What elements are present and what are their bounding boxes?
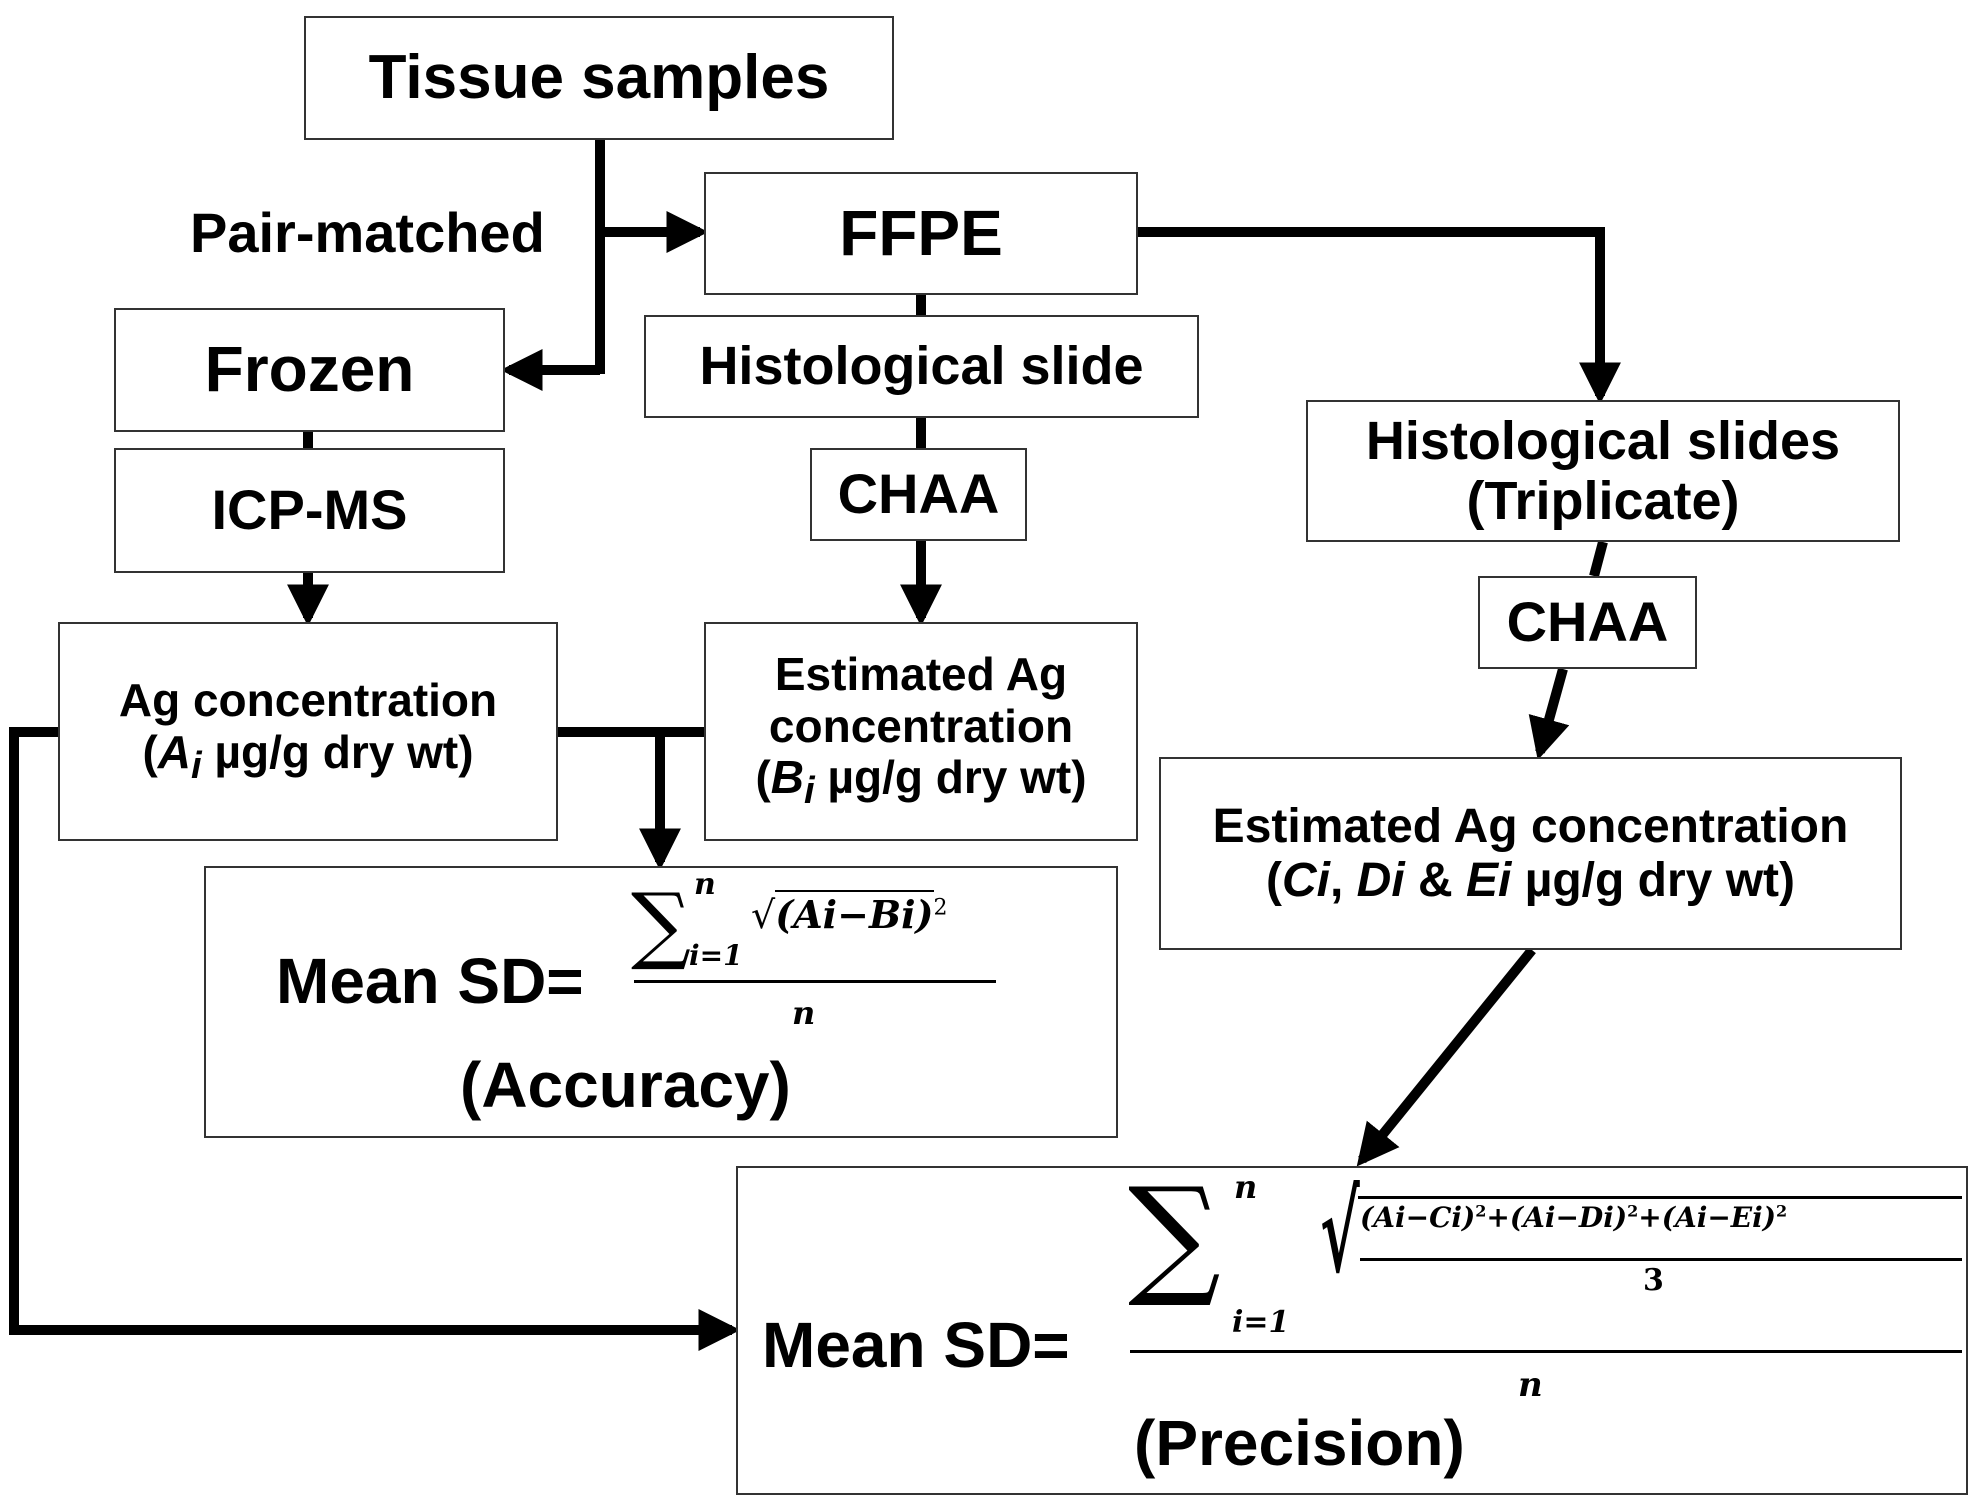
- precision-radical-overline: [1358, 1196, 1962, 1199]
- accuracy-denominator: n: [792, 994, 816, 1032]
- node-estimated-ag-cde: Estimated Ag concentration (Ci, Di & Ei …: [1159, 757, 1902, 950]
- exp-3: 2: [1776, 1201, 1788, 1221]
- var-a-sub: i: [191, 743, 202, 787]
- node-histological-slides-triplicate: Histological slides (Triplicate): [1306, 400, 1900, 542]
- node-est-b-line3: (Bi µg/g dry wt): [755, 751, 1087, 813]
- precision-inner-denominator: 3: [1643, 1263, 1664, 1298]
- node-est-cde-line1: Estimated Ag concentration: [1212, 799, 1849, 853]
- node-icp-ms: ICP-MS: [114, 448, 505, 573]
- accuracy-sum-upper: n: [694, 867, 716, 902]
- node-ffpe: FFPE: [704, 172, 1138, 295]
- accuracy-formula-box: Mean SD= ∑ n i=1 √(Ai−Bi)2 n (Accuracy): [204, 866, 1118, 1138]
- node-est-cde-line2: (Ci, Di & Ei µg/g dry wt): [1266, 853, 1795, 907]
- accuracy-lhs: Mean SD=: [276, 945, 584, 1017]
- precision-inner-fraction-bar: [1360, 1258, 1962, 1261]
- node-est-b-line1: Estimated Ag: [774, 648, 1068, 701]
- precision-fraction-bar: [1130, 1350, 1962, 1353]
- node-chaa-middle: CHAA: [810, 448, 1027, 541]
- node-estimated-ag-b: Estimated Ag concentration (Bi µg/g dry …: [704, 622, 1138, 841]
- term-ai-di: (Ai−Di): [1509, 1201, 1628, 1234]
- node-chaa-right: CHAA: [1478, 576, 1697, 669]
- term-ai-ci: (Ai−Ci): [1360, 1201, 1476, 1234]
- precision-lhs: Mean SD=: [762, 1309, 1070, 1381]
- node-tissue-samples: Tissue samples: [304, 16, 894, 140]
- exp-2: 2: [1627, 1201, 1639, 1221]
- accuracy-sigma-icon: ∑: [631, 875, 691, 973]
- term-ai-ei: (Ai−Ei): [1661, 1201, 1777, 1234]
- precision-radicand: (Ai−Ci)2+(Ai−Di)2+(Ai−Ei)2: [1360, 1202, 1787, 1233]
- sqrt-icon: √: [751, 893, 776, 937]
- unit-b: µg/g dry wt): [814, 751, 1087, 804]
- precision-formula-box: Mean SD= ∑ n i=1 √ (Ai−Ci)2+(Ai−Di)2+(Ai…: [736, 1166, 1968, 1495]
- node-chaa-right-label: CHAA: [1506, 590, 1669, 654]
- node-frozen: Frozen: [114, 308, 505, 432]
- node-tissue-samples-label: Tissue samples: [368, 43, 830, 113]
- connector-triplicate-chaa: [1589, 540, 1608, 578]
- precision-caption: (Precision): [1134, 1407, 1465, 1479]
- var-c: Ci: [1281, 853, 1330, 907]
- node-triplicate-line1: Histological slides: [1365, 410, 1841, 471]
- label-pair-matched: Pair-matched: [190, 201, 545, 264]
- arrow-agconc-to-precision: [9, 727, 741, 1351]
- var-e: Ei: [1466, 853, 1512, 907]
- accuracy-exponent: 2: [933, 895, 948, 921]
- plus-1: +: [1486, 1201, 1510, 1234]
- sep-2: &: [1404, 853, 1466, 907]
- arrow-chaa-to-estcde: [1528, 667, 1570, 761]
- node-ffpe-label: FFPE: [839, 196, 1003, 269]
- sep-1: ,: [1329, 853, 1357, 907]
- arrow-estcde-to-precision: [1356, 946, 1536, 1167]
- unit-cde: µg/g dry wt): [1511, 853, 1795, 907]
- accuracy-radical: √(Ai−Bi)2: [751, 890, 948, 937]
- precision-sigma-icon: ∑: [1128, 1159, 1221, 1311]
- exp-1: 2: [1475, 1201, 1487, 1221]
- node-chaa-middle-label: CHAA: [837, 462, 1000, 526]
- precision-sum-upper: n: [1234, 1168, 1258, 1206]
- node-ag-concentration: Ag concentration (Ai µg/g dry wt): [58, 622, 558, 841]
- node-est-b-line2: concentration: [768, 699, 1074, 752]
- plus-2: +: [1638, 1201, 1662, 1234]
- node-frozen-label: Frozen: [204, 333, 415, 406]
- node-histological-slide: Histological slide: [644, 315, 1199, 418]
- node-triplicate-line2: (Triplicate): [1466, 471, 1740, 531]
- accuracy-sum-lower: i=1: [689, 939, 743, 972]
- precision-sqrt-icon: √: [1320, 1168, 1360, 1297]
- node-histological-slide-label: Histological slide: [699, 336, 1144, 397]
- accuracy-fraction-bar: [634, 980, 996, 983]
- unit-a: µg/g dry wt): [201, 725, 474, 778]
- arrow-ffpe-to-triplicate: [1138, 227, 1621, 405]
- var-d: Di: [1356, 853, 1405, 907]
- var-b: B: [770, 751, 805, 804]
- var-a: A: [157, 725, 192, 778]
- precision-sum-lower: i=1: [1232, 1305, 1290, 1340]
- var-b-sub: i: [804, 769, 815, 813]
- accuracy-radicand: (Ai−Bi): [775, 890, 934, 937]
- accuracy-caption: (Accuracy): [460, 1049, 791, 1121]
- precision-denominator: n: [1518, 1365, 1543, 1405]
- node-ag-conc-line2: (Ai µg/g dry wt): [142, 725, 474, 787]
- node-icp-ms-label: ICP-MS: [211, 478, 408, 542]
- node-ag-conc-line1: Ag concentration: [118, 674, 498, 727]
